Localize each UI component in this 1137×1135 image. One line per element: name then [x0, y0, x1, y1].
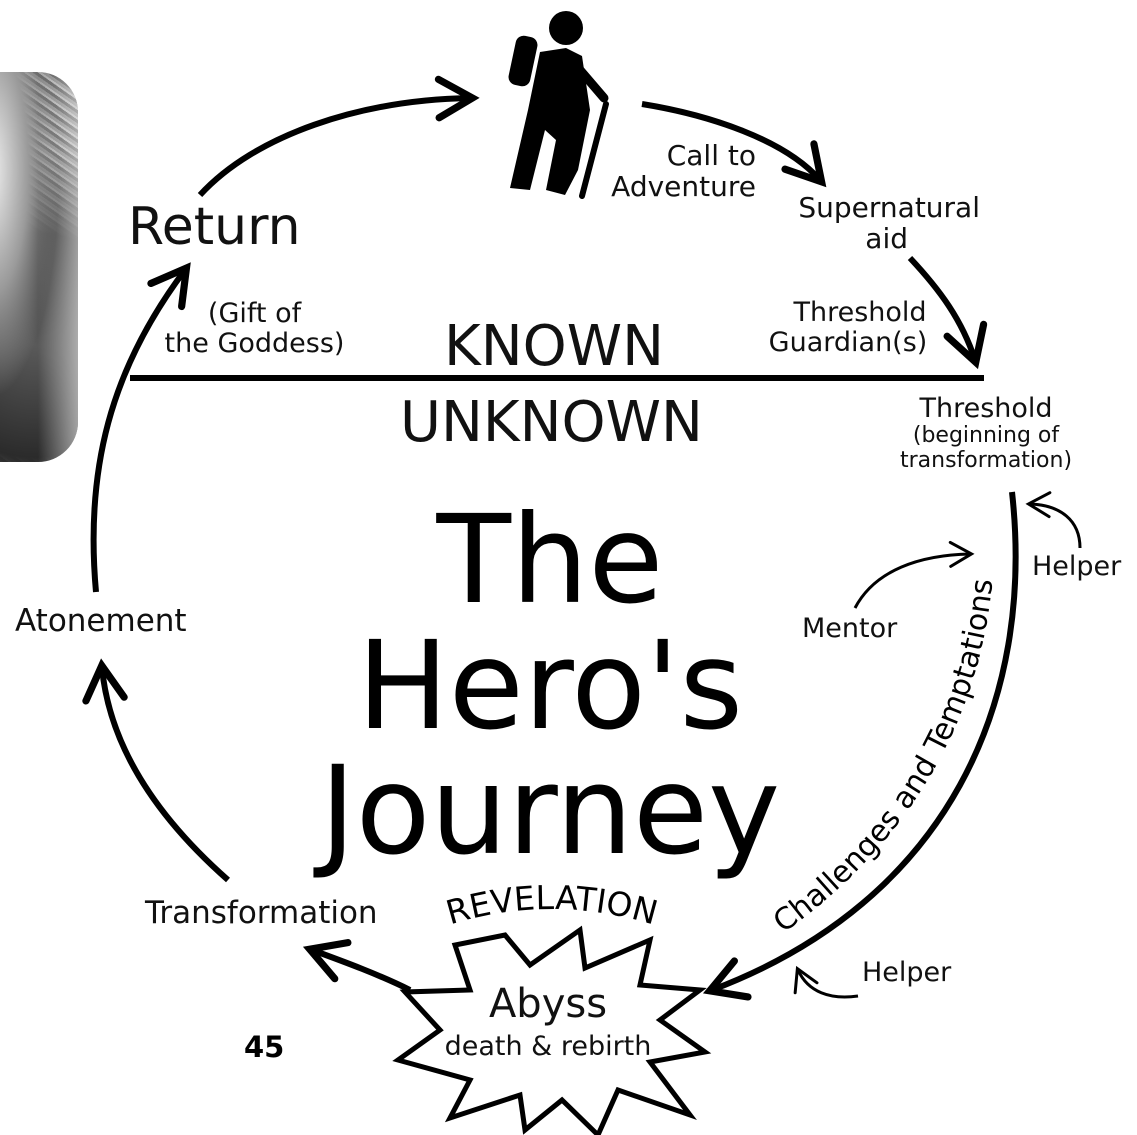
- threshold-sub-line-2: transformation): [899, 447, 1073, 473]
- gift-of-goddess-line-1: (Gift of: [207, 298, 302, 329]
- helper-bottom-arrow: [793, 965, 859, 999]
- helper-top-label: Helper: [1032, 551, 1122, 582]
- call-to-adventure-line-2: Adventure: [611, 170, 756, 204]
- mentor-arrow: [853, 540, 975, 609]
- return-to-hero-arrow: [197, 75, 480, 198]
- revelation-label: REVELATION: [442, 878, 662, 932]
- helper-bottom-label: Helper: [862, 957, 952, 988]
- call-to-adventure-line-1: Call to: [666, 139, 756, 172]
- abyss-label: Abyss: [488, 981, 608, 1027]
- threshold-guardians-label: Threshold Guardian(s): [748, 297, 948, 359]
- threshold-sub-line-1: (beginning of: [912, 423, 1060, 449]
- call-to-adventure-label: Call to Adventure: [596, 140, 756, 203]
- challenges-arc: [702, 491, 1019, 1001]
- transformation-to-atonement-arrow: [82, 658, 230, 883]
- transformation-label: Transformation: [145, 895, 378, 931]
- title-line-3: Journey: [319, 740, 781, 883]
- atonement-label: Atonement: [15, 603, 187, 639]
- supernatural-aid-line-1: Supernatural: [798, 191, 980, 224]
- death-rebirth-label: death & rebirth: [444, 1031, 652, 1062]
- page-number: 45: [244, 1030, 285, 1064]
- supernatural-aid-label: Supernatural aid: [780, 192, 980, 255]
- diagram-title: The Hero's Journey: [300, 489, 800, 883]
- threshold-label: Threshold (beginning of transformation): [886, 393, 1086, 473]
- supernatural-aid-line-2: aid: [865, 222, 908, 256]
- starburst-shape: [392, 925, 712, 1135]
- atonement-to-return-arrow: [90, 262, 191, 593]
- threshold-guardian-arrow: [907, 255, 988, 370]
- mentor-label: Mentor: [802, 613, 898, 644]
- threshold-title: Threshold: [919, 393, 1053, 424]
- unknown-label: UNKNOWN: [400, 390, 703, 455]
- title-line-2: Hero's: [356, 614, 743, 757]
- return-label: Return: [128, 197, 301, 257]
- helper-top-arrow: [1025, 491, 1082, 549]
- abyss-to-transformation-arrow: [302, 939, 412, 993]
- threshold-guardians-line-1: Threshold: [793, 297, 927, 328]
- threshold-guardians-line-2: Guardian(s): [768, 327, 928, 359]
- known-label: KNOWN: [444, 314, 664, 379]
- hiker-icon: [508, 11, 609, 199]
- gift-of-goddess-label: (Gift of the Goddess): [152, 298, 357, 360]
- gift-of-goddess-line-2: the Goddess): [164, 328, 345, 360]
- call-to-adventure-arrow: [641, 101, 827, 188]
- title-line-1: The: [436, 489, 664, 631]
- illustration-thumbnail: [0, 72, 78, 462]
